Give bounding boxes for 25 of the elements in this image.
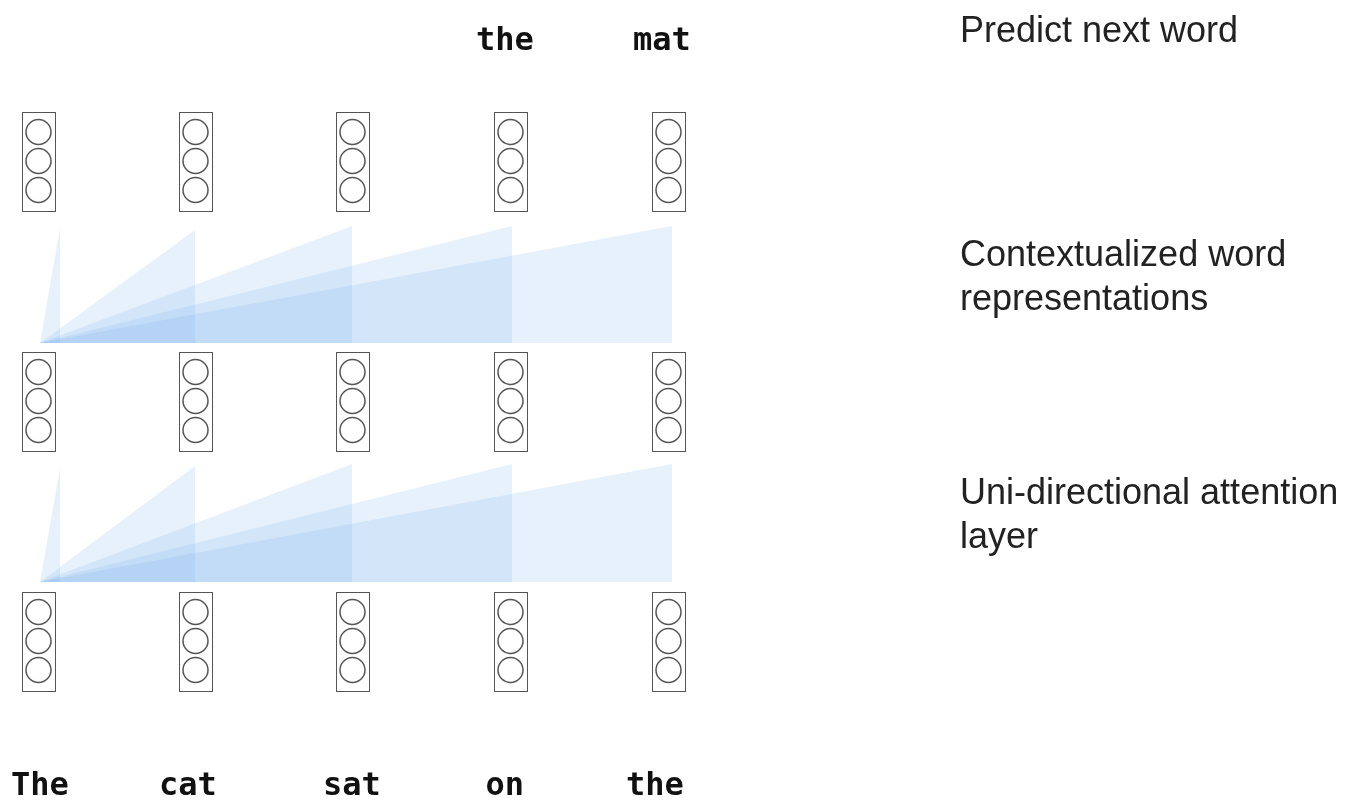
token-word: the (626, 765, 684, 803)
token-word: cat (159, 765, 217, 803)
vector-box (652, 592, 686, 692)
vector-box (22, 352, 56, 452)
vector-box (179, 352, 213, 452)
vector-box (336, 352, 370, 452)
token-word: the (476, 20, 534, 58)
token-word: on (485, 765, 525, 803)
vector-box (22, 592, 56, 692)
vector-box (179, 592, 213, 692)
vector-box (652, 352, 686, 452)
vector-box (336, 112, 370, 212)
vector-box (652, 112, 686, 212)
layer-caption: Predict next word (960, 8, 1240, 52)
vector-box (494, 592, 528, 692)
vector-box (336, 592, 370, 692)
vector-box (179, 112, 213, 212)
vector-box (494, 352, 528, 452)
layer-caption: Uni-directional attention layer (960, 470, 1340, 558)
token-word: The (11, 765, 69, 803)
layer-caption: Contextualized word representations (960, 232, 1288, 320)
vector-box (494, 112, 528, 212)
token-word: mat (633, 20, 691, 58)
vector-box (22, 112, 56, 212)
token-word: sat (323, 765, 381, 803)
